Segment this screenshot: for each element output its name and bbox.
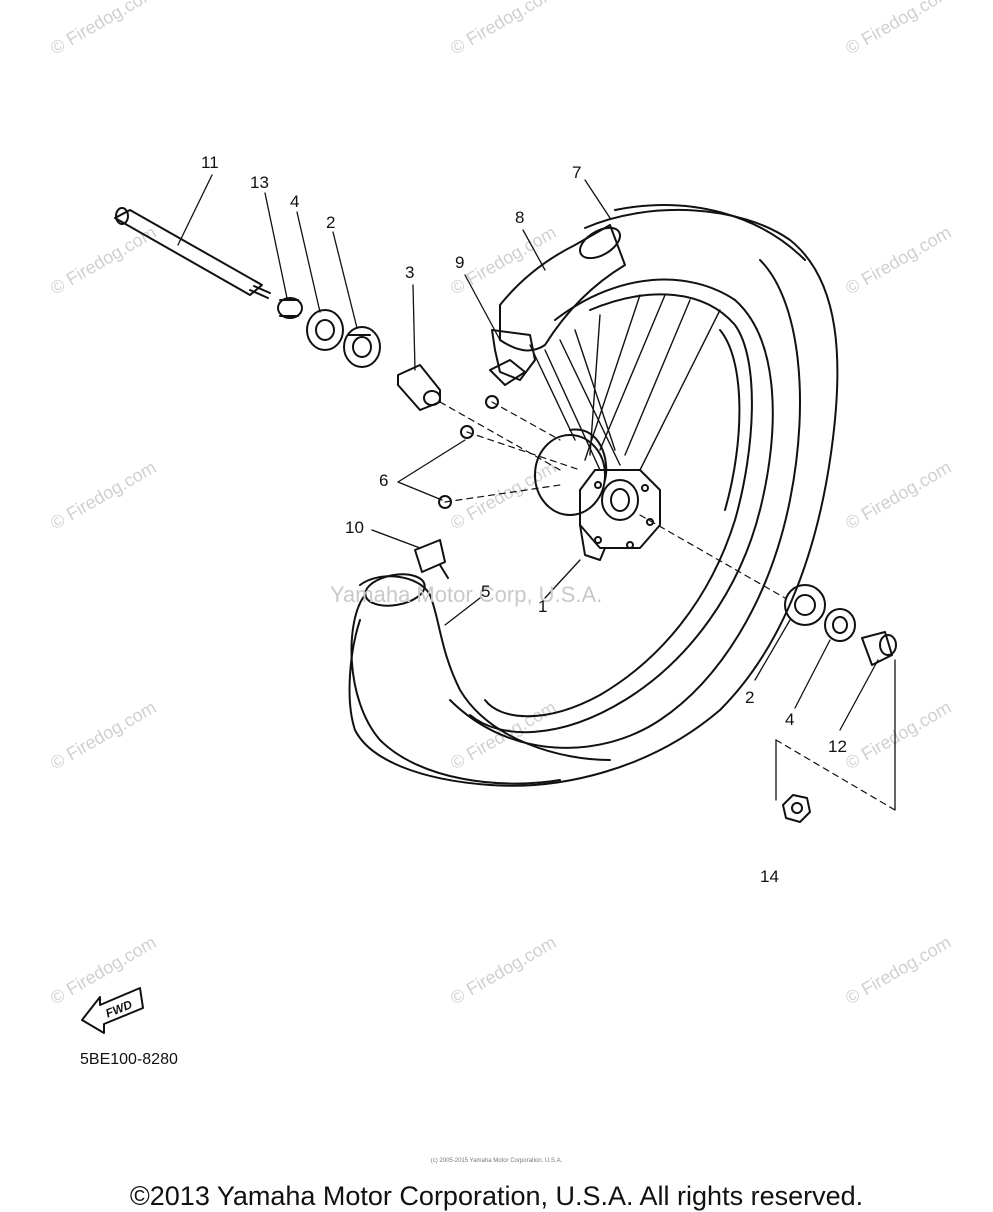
watermark: © Firedog.com: [47, 0, 159, 58]
callout-13: 13: [250, 173, 269, 192]
bearing-right: [784, 584, 826, 626]
watermark-grid: © Firedog.com © Firedog.com © Firedog.co…: [47, 0, 954, 1008]
spacer: [397, 364, 441, 411]
callout-7: 7: [572, 163, 581, 182]
callout-2-left: 2: [326, 213, 335, 232]
center-watermark: Yamaha Motor Corp, U.S.A.: [330, 582, 602, 607]
bolts: [438, 395, 499, 509]
valve: [414, 539, 449, 579]
watermark: © Firedog.com: [47, 457, 159, 533]
watermark: © Firedog.com: [842, 457, 954, 533]
callout-9: 9: [455, 253, 464, 272]
watermark: © Firedog.com: [47, 932, 159, 1008]
callout-8: 8: [515, 208, 524, 227]
watermark: © Firedog.com: [447, 457, 559, 533]
spokes: [529, 294, 721, 471]
callout-1: 1: [538, 597, 547, 616]
oil-seal-right: [824, 608, 856, 642]
callout-12: 12: [828, 737, 847, 756]
callout-5-overlay: 5: [481, 582, 491, 601]
copyright-notice: ©2013 Yamaha Motor Corporation, U.S.A. A…: [129, 1181, 864, 1211]
small-credit: (c) 2005-2015 Yamaha Motor Corporation, …: [430, 1158, 563, 1164]
drawing-code: 5BE100-8280: [80, 1051, 178, 1068]
rim: [469, 278, 774, 734]
collar: [277, 297, 303, 319]
watermark: © Firedog.com: [842, 0, 954, 58]
callout-10: 10: [345, 518, 364, 537]
tire: [348, 204, 839, 787]
axle: [114, 207, 271, 299]
callout-11: 11: [201, 153, 219, 172]
alignment-lines: [439, 401, 896, 811]
rim-lock: [489, 329, 536, 386]
oil-seal-left: [306, 309, 344, 351]
callout-14: 14: [760, 867, 779, 886]
bearing-left: [343, 326, 381, 368]
callout-2-right: 2: [745, 688, 754, 707]
watermark: © Firedog.com: [842, 932, 954, 1008]
callout-6-overlay: 6: [379, 471, 389, 490]
hub: [534, 428, 661, 561]
watermark: © Firedog.com: [47, 697, 159, 773]
leader-lines: [177, 174, 896, 811]
fwd-arrow-icon: [81, 987, 144, 1034]
watermark: © Firedog.com: [447, 0, 559, 58]
callout-3: 3: [405, 263, 414, 282]
collar-right: [861, 631, 897, 666]
callout-4-left: 4: [290, 192, 299, 211]
watermark: © Firedog.com: [842, 697, 954, 773]
tube: [350, 573, 611, 785]
axle-nut: [782, 794, 811, 823]
callouts: 11 13 4 2 3 9 8 7 6 8 9 10 5 5 1 2 4 12 …: [201, 153, 847, 886]
callout-4-right: 4: [785, 710, 794, 729]
rim-band: [499, 224, 626, 352]
watermark: © Firedog.com: [447, 932, 559, 1008]
watermark: © Firedog.com: [842, 222, 954, 298]
